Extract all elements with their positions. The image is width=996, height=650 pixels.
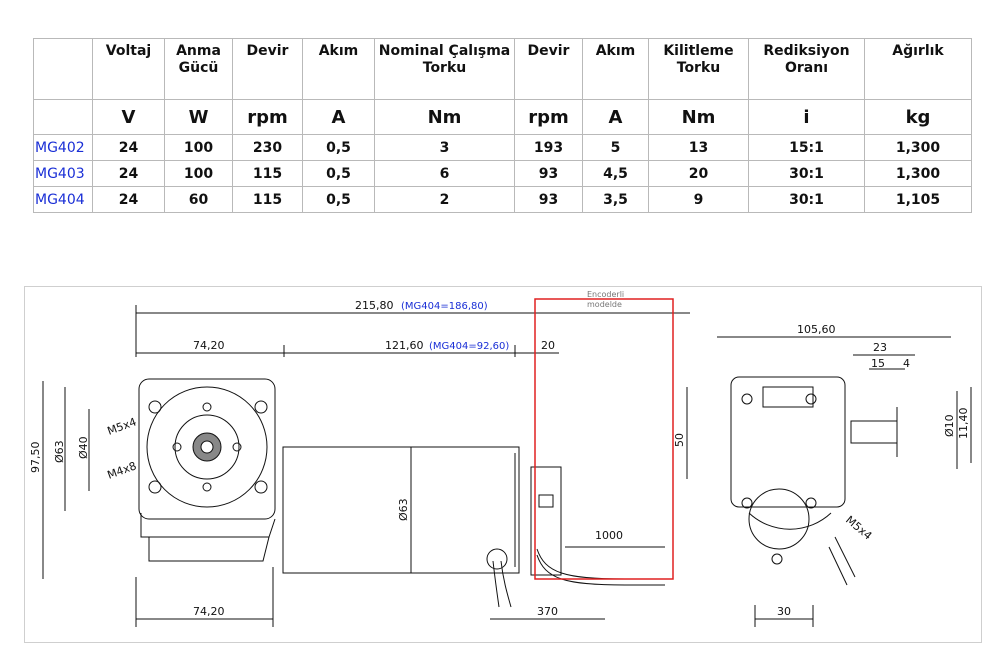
- shaft-4-label: 4: [903, 357, 910, 370]
- side-width-label: 105,60: [797, 323, 836, 336]
- unit-locking-torque: Nm: [648, 99, 749, 135]
- unit-current: A: [302, 99, 375, 135]
- shaft-flat-label: 11,40: [957, 408, 970, 440]
- encoder-block: [530, 466, 562, 576]
- gearbox-length-bottom-label: 74,20: [193, 605, 225, 618]
- table-cell: 193: [514, 134, 583, 161]
- technical-drawing: 215,80 (MG404=186,80) 74,20 121,60 (MG40…: [24, 286, 982, 643]
- table-cell: 24: [92, 134, 165, 161]
- table-cell: 100: [164, 160, 233, 187]
- shaft-15-label: 15: [871, 357, 885, 370]
- encoder-note-line2: modelde: [587, 300, 622, 309]
- encoder-note-line1: Encoderli: [587, 290, 624, 299]
- table-cell: 60: [164, 186, 233, 213]
- header-blank: [33, 38, 93, 100]
- unit-voltage: V: [92, 99, 165, 135]
- encoder-length-label: 20: [541, 339, 555, 352]
- gearbox-flange: [138, 378, 276, 520]
- table-cell: 1,105: [864, 186, 972, 213]
- motor-dia-label: Ø63: [397, 498, 410, 521]
- m5x4-left-label: M5x4: [106, 415, 139, 437]
- header-rated-power: Anma Gücü: [164, 38, 233, 100]
- lead-length-label: 370: [537, 605, 558, 618]
- encoder-highlight-box: [534, 298, 674, 580]
- m4x8-label: M4x8: [106, 459, 139, 481]
- gearbox-length-top-label: 74,20: [193, 339, 225, 352]
- table-cell: 6: [374, 160, 515, 187]
- table-cell: 5: [582, 134, 649, 161]
- table-cell: 20: [648, 160, 749, 187]
- unit-current-2: A: [582, 99, 649, 135]
- unit-speed: rpm: [232, 99, 303, 135]
- table-cell: 9: [648, 186, 749, 213]
- unit-speed-2: rpm: [514, 99, 583, 135]
- header-speed: Devir: [232, 38, 303, 100]
- table-cell: 0,5: [302, 134, 375, 161]
- header-speed-2: Devir: [514, 38, 583, 100]
- unit-torque: Nm: [374, 99, 515, 135]
- side-bottom-label: 30: [777, 605, 791, 618]
- motor-length-alt-label: (MG404=92,60): [429, 341, 509, 352]
- table-cell: 4,5: [582, 160, 649, 187]
- header-weight: Ağırlık: [864, 38, 972, 100]
- shaft-23-label: 23: [873, 341, 887, 354]
- header-nominal-torque: Nominal Çalışma Torku: [374, 38, 515, 100]
- header-voltage: Voltaj: [92, 38, 165, 100]
- side-view-housing: [730, 376, 846, 508]
- table-cell: 93: [514, 160, 583, 187]
- lead-wire: [492, 560, 500, 608]
- height-label: 97,50: [29, 442, 42, 474]
- table-row: MG404 24 60 115 0,5 2 93 3,5 9 30:1 1,10…: [33, 186, 972, 213]
- table-cell: 230: [232, 134, 303, 161]
- table-cell: 0,5: [302, 186, 375, 213]
- drawing-svg: 215,80 (MG404=186,80) 74,20 121,60 (MG40…: [29, 290, 972, 627]
- model-cell: MG403: [33, 160, 93, 187]
- header-current: Akım: [302, 38, 375, 100]
- units-row: V W rpm A Nm rpm A Nm i kg: [33, 99, 972, 135]
- header-current-2: Akım: [582, 38, 649, 100]
- height-50-label: 50: [673, 433, 686, 447]
- table-cell: 24: [92, 186, 165, 213]
- table-cell: 30:1: [748, 160, 865, 187]
- header-row: Voltaj Anma Gücü Devir Akım Nominal Çalı…: [33, 38, 972, 100]
- dia-40-label: Ø40: [77, 436, 90, 459]
- overall-length-alt-label: (MG404=186,80): [401, 301, 488, 312]
- table-cell: 2: [374, 186, 515, 213]
- overall-length-label: 215,80: [355, 299, 394, 312]
- table-cell: 3,5: [582, 186, 649, 213]
- table-cell: 13: [648, 134, 749, 161]
- shaft: [850, 420, 898, 444]
- header-reduction-ratio: Rediksiyon Oranı: [748, 38, 865, 100]
- m5x4-right-label: M5x4: [843, 513, 874, 542]
- table-cell: 15:1: [748, 134, 865, 161]
- model-cell: MG402: [33, 134, 93, 161]
- model-cell: MG404: [33, 186, 93, 213]
- table-cell: 93: [514, 186, 583, 213]
- table-cell: 100: [164, 134, 233, 161]
- unit-weight: kg: [864, 99, 972, 135]
- table-cell: 115: [232, 160, 303, 187]
- table-row: MG402 24 100 230 0,5 3 193 5 13 15:1 1,3…: [33, 134, 972, 161]
- spec-table: Voltaj Anma Gücü Devir Akım Nominal Çalı…: [33, 38, 972, 214]
- dia-63-left-label: Ø63: [53, 440, 66, 463]
- shaft-dia-label: Ø10: [943, 414, 956, 437]
- table-cell: 1,300: [864, 160, 972, 187]
- table-cell: 30:1: [748, 186, 865, 213]
- table-cell: 115: [232, 186, 303, 213]
- motor-length-label: 121,60: [385, 339, 424, 352]
- cable-length-label: 1000: [595, 529, 623, 542]
- table-cell: 3: [374, 134, 515, 161]
- unit-ratio: i: [748, 99, 865, 135]
- table-cell: 0,5: [302, 160, 375, 187]
- unit-power: W: [164, 99, 233, 135]
- table-cell: 1,300: [864, 134, 972, 161]
- motor-body: [282, 446, 520, 574]
- unit-blank: [33, 99, 93, 135]
- table-row: MG403 24 100 115 0,5 6 93 4,5 20 30:1 1,…: [33, 160, 972, 187]
- table-cell: 24: [92, 160, 165, 187]
- header-locking-torque: Kilitleme Torku: [648, 38, 749, 100]
